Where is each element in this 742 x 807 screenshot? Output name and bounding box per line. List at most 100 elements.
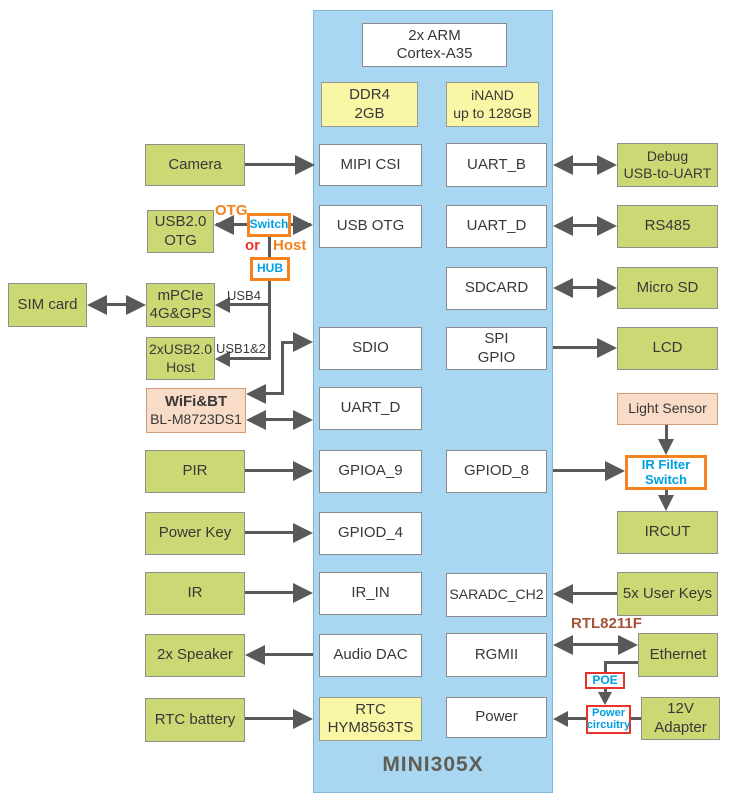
connector-wifibt-sdio-c: [283, 341, 297, 344]
block-power-key: Power Key: [145, 512, 245, 555]
arrowhead-sdcard: [553, 278, 573, 298]
arrowhead-powercirc: [598, 692, 612, 705]
arrowhead-irfilter-left: [605, 461, 625, 481]
arrowhead-sim: [87, 295, 107, 315]
label-rtl8211f: RTL8211F: [571, 615, 642, 632]
arrowhead-rs485: [597, 216, 617, 236]
block-sdio: SDIO: [319, 327, 422, 370]
arrowhead-camera-mipi: [295, 155, 315, 175]
block-sim-card: SIM card: [8, 283, 87, 327]
block-ddr4: DDR4 2GB: [321, 82, 418, 127]
arrowhead-gpioa9: [293, 461, 313, 481]
block-sdcard: SDCARD: [446, 267, 547, 310]
connector-hub-mpcie: [230, 303, 270, 306]
connector-gpiod8: [553, 469, 607, 472]
block-switch: Switch: [247, 213, 291, 237]
connector-rtcbattery: [245, 717, 295, 720]
block-mipi-csi: MIPI CSI: [319, 144, 422, 186]
soc-title: MINI305X: [382, 753, 484, 776]
block-ethernet: Ethernet: [638, 633, 718, 677]
block-ircut: IRCUT: [617, 511, 718, 554]
block-rtc-battery: RTC battery: [145, 698, 245, 742]
connector-camera-mipi: [245, 163, 297, 166]
block-uart-d-right: UART_D: [446, 205, 547, 248]
block-pir: PIR: [145, 450, 245, 493]
connector-ir: [245, 591, 295, 594]
connector-switch-hub: [268, 237, 271, 257]
connector-uartb-debug: [569, 163, 601, 166]
arrowhead-irin: [293, 583, 313, 603]
block-light-sensor: Light Sensor: [617, 393, 718, 425]
block-wifibt: WiFi&BT BL-M8723DS1: [146, 388, 246, 433]
connector-audiodac: [263, 653, 313, 656]
block-power: Power: [446, 697, 547, 738]
label-usb1-2: USB1&2: [216, 341, 266, 356]
arrowhead-rtc: [293, 709, 313, 729]
block-ir-filter-switch: IR Filter Switch: [625, 455, 707, 490]
connector-uartd-rs485: [569, 224, 601, 227]
block-camera: Camera: [145, 144, 245, 186]
block-uart-d-left: UART_D: [319, 387, 422, 430]
arrowhead-power: [553, 711, 568, 727]
connector-poe-powercirc: [604, 688, 607, 694]
connector-hub-host: [230, 357, 270, 360]
block-hub: HUB: [250, 257, 290, 281]
connector-pir: [245, 469, 295, 472]
arrowhead-ircut: [658, 495, 674, 511]
connector-spigpio-lcd: [553, 346, 599, 349]
arrowhead-gpiod4: [293, 523, 313, 543]
wifibt-name: WiFi&BT: [164, 392, 228, 410]
block-arm-cpu: 2x ARM Cortex-A35: [362, 23, 507, 67]
connector-adapter-powercirc: [630, 717, 643, 720]
arrowhead-hub-mpcie: [215, 297, 230, 313]
connector-powercirc-power: [567, 717, 587, 720]
connector-ethernet-poe-a: [604, 661, 638, 664]
block-speaker: 2x Speaker: [145, 634, 245, 677]
arrowhead-debug: [597, 155, 617, 175]
label-otg: OTG: [215, 202, 248, 219]
connector-wifibt-sdio-b: [281, 341, 284, 395]
block-debug: Debug USB-to-UART: [617, 143, 718, 187]
connector-userkeys: [571, 592, 617, 595]
arrowhead-irfilter-top: [658, 439, 674, 455]
arrowhead-rgmii: [553, 635, 573, 655]
arrowhead-mpcie: [126, 295, 146, 315]
block-rgmii: RGMII: [446, 633, 547, 677]
block-ir-in: IR_IN: [319, 572, 422, 615]
block-mpcie: mPCIe 4G&GPS: [146, 283, 215, 327]
block-poe: POE: [585, 672, 625, 689]
arrowhead-lcd: [597, 338, 617, 358]
arrowhead-sdio: [293, 332, 313, 352]
block-user-keys: 5x User Keys: [617, 572, 718, 616]
connector-hub-trunk: [268, 281, 271, 360]
block-saradc-ch2: SARADC_CH2: [446, 573, 547, 617]
arrowhead-speaker: [245, 645, 265, 665]
block-usb-otg-port: USB OTG: [319, 205, 422, 248]
block-inand: iNAND up to 128GB: [446, 82, 539, 127]
label-usb4: USB4: [227, 288, 261, 303]
connector-ethernet-poe-b: [604, 661, 607, 672]
arrowhead-saradc: [553, 584, 573, 604]
arrowhead-usbotg-left: [214, 215, 234, 235]
arrowhead-microsd: [597, 278, 617, 298]
arrowhead-uartb: [553, 155, 573, 175]
arrowhead-usbotg-right: [293, 215, 313, 235]
block-uart-b: UART_B: [446, 143, 547, 187]
block-power-circuitry: Power circuitry: [586, 705, 631, 734]
wifibt-model: BL-M8723DS1: [150, 411, 242, 428]
block-audio-dac: Audio DAC: [319, 634, 422, 677]
arrowhead-hub-host: [215, 351, 230, 367]
block-micro-sd: Micro SD: [617, 267, 718, 309]
connector-powerkey: [245, 531, 295, 534]
connector-sdcard-microsd: [569, 286, 601, 289]
block-gpiod-8: GPIOD_8: [446, 450, 547, 493]
block-12v-adapter: 12V Adapter: [641, 697, 720, 740]
block-gpiod-4: GPIOD_4: [319, 512, 422, 555]
connector-wifibt-uartd: [262, 418, 295, 421]
connector-lightsensor: [665, 425, 668, 441]
block-rtc: RTC HYM8563TS: [319, 697, 422, 741]
arrowhead-wifibt-bottom: [246, 410, 266, 430]
arrowhead-wifibt-top: [246, 384, 266, 404]
block-ir: IR: [145, 572, 245, 615]
